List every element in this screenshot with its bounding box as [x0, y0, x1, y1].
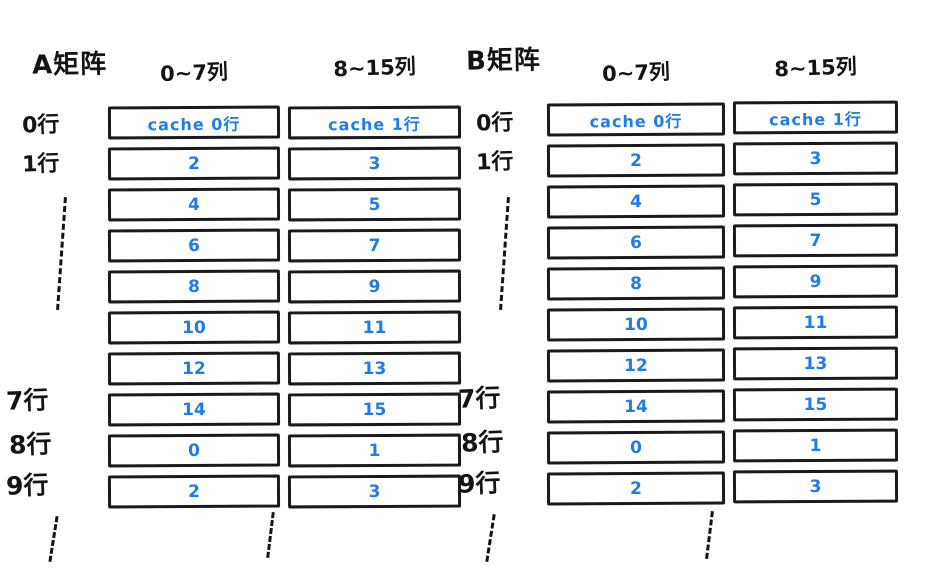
matrix-cell: 2	[546, 471, 726, 506]
matrix-cell: 3	[732, 469, 899, 504]
matrix-cell: 2	[107, 146, 281, 181]
matrix-cell: 0	[546, 430, 726, 465]
matrix-b-title: B矩阵	[465, 45, 542, 77]
matrix-b-column-0-7: cache 0行 2 4 6 8 10 12 14 0 2	[546, 102, 726, 506]
matrix-b-row-label-7: 7行	[457, 383, 501, 414]
matrix-b-row-label-9: 9行	[457, 468, 501, 499]
matrix-cell: 3	[287, 146, 462, 181]
matrix-b-column-8-15: cache 1行 3 5 7 9 11 13 15 1 3	[732, 100, 899, 504]
matrix-cell: 14	[546, 389, 726, 424]
matrix-a-column-8-15: cache 1行 3 5 7 9 11 13 15 1 3	[287, 105, 462, 509]
matrix-cell: 1	[732, 428, 899, 463]
matrix-cell: 10	[546, 307, 726, 342]
matrix-b-row-label-0: 0行	[475, 110, 514, 137]
matrix-a-title: A矩阵	[31, 49, 108, 81]
matrix-cell: 4	[546, 184, 726, 219]
matrix-a-row-label-1: 1行	[21, 151, 60, 178]
matrix-b-row-label-8: 8行	[460, 427, 504, 458]
matrix-cell: 4	[107, 187, 281, 222]
matrix-a-bottom-continuation-dashes-right	[266, 511, 275, 559]
matrix-cell: 9	[287, 269, 462, 304]
matrix-cell: 14	[107, 392, 281, 427]
matrix-a-bottom-continuation-dashes-left	[48, 516, 59, 562]
matrix-cell: 9	[732, 264, 899, 299]
matrix-cell: 0	[107, 433, 281, 468]
matrix-cell: 7	[287, 228, 462, 263]
matrix-b-bottom-continuation-dashes-left	[485, 514, 496, 562]
matrix-a-row-continuation-dashes	[56, 197, 67, 310]
matrix-cell: 10	[107, 310, 281, 345]
matrix-cell: 3	[732, 141, 899, 176]
matrix-cell: 3	[287, 474, 462, 509]
matrix-a-row-label-7: 7行	[5, 385, 49, 416]
matrix-cell: cache 0行	[546, 102, 726, 137]
matrix-a-row-label-0: 0行	[21, 112, 60, 139]
matrix-cell: 1	[287, 433, 462, 468]
matrix-cell: 13	[287, 351, 462, 386]
matrix-cell: 5	[287, 187, 462, 222]
matrix-cell: 6	[107, 228, 281, 263]
matrix-a-col-header-1: 8~15列	[332, 54, 417, 82]
matrix-cell: 2	[107, 474, 281, 509]
matrix-cell: cache 1行	[732, 100, 899, 135]
matrix-cell: 13	[732, 346, 899, 381]
matrix-cell: 15	[287, 392, 462, 427]
matrix-a-column-0-7: cache 0行 2 4 6 8 10 12 14 0 2	[107, 105, 281, 509]
matrix-cell: 7	[732, 223, 899, 258]
matrix-b-col-header-1: 8~15列	[773, 54, 858, 82]
matrix-cell: 8	[546, 266, 726, 301]
matrix-a-row-label-9: 9行	[5, 470, 49, 501]
matrix-cell: 15	[732, 387, 899, 422]
matrix-b-bottom-continuation-dashes-right	[705, 510, 714, 560]
matrix-a-row-label-8: 8行	[8, 429, 52, 460]
matrix-b-row-continuation-dashes	[499, 197, 510, 310]
matrix-cell: 2	[546, 143, 726, 178]
matrix-cell: cache 0行	[107, 105, 281, 140]
matrix-cell: 11	[287, 310, 462, 345]
matrix-b-col-header-0: 0~7列	[601, 59, 671, 87]
matrix-b-row-label-1: 1行	[475, 149, 514, 176]
matrix-cell: 12	[546, 348, 726, 383]
matrix-cell: 11	[732, 305, 899, 340]
matrix-cell: 6	[546, 225, 726, 260]
matrix-cell: 5	[732, 182, 899, 217]
matrix-cell: cache 1行	[287, 105, 462, 140]
matrix-cell: 12	[107, 351, 281, 386]
matrix-a-col-header-0: 0~7列	[159, 59, 229, 87]
matrix-cell: 8	[107, 269, 281, 304]
